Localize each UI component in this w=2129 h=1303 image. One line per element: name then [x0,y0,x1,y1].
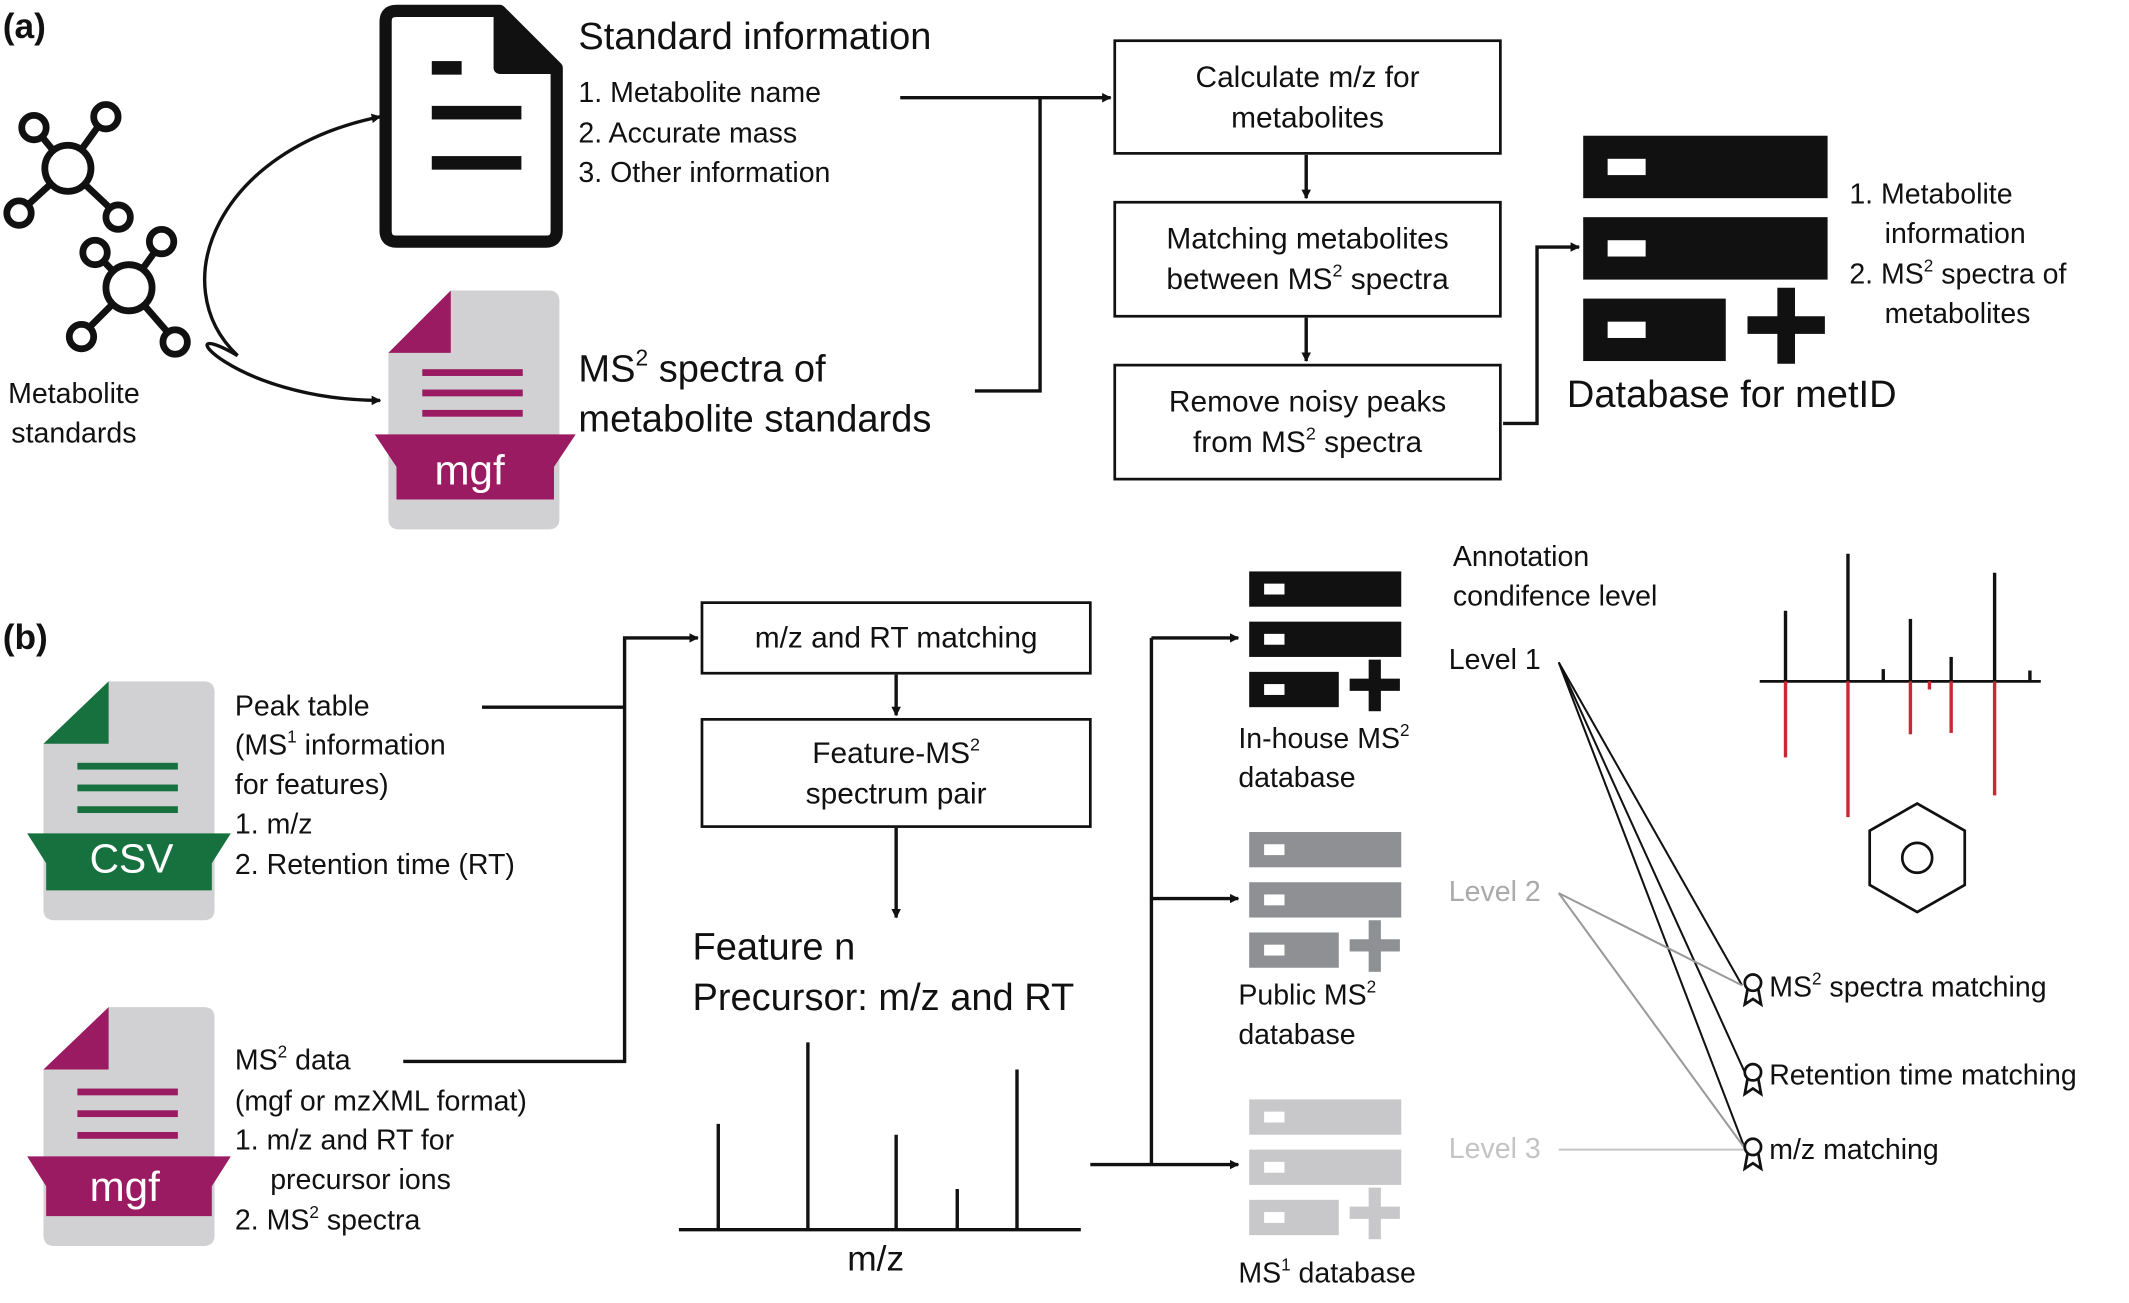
database-item-1b: information [1884,218,2026,250]
peak-table-line-5: 2. Retention time (RT) [234,849,515,881]
connector-ms2-to-calc [974,97,1042,393]
feature-precursor: Precursor: m/z and RT [692,975,1075,1018]
inhouse-database-icon [1249,571,1402,712]
arrow-inputs-to-mzrt [403,633,699,1064]
ms2-data-line-3: 1. m/z and RT for [234,1125,455,1157]
ribbon-icon [1742,1062,1763,1097]
criterion-ms2-matching: MS2 spectra matching [1769,969,2047,1004]
csv-file-icon [27,681,231,921]
mgf-file-label: mgf [434,446,505,495]
feature-title: Feature n [692,925,856,968]
ms1-database-icon [1249,1099,1402,1240]
annotation-title-2: condifence level [1452,580,1658,613]
public-db-label-2: database [1238,1019,1356,1051]
database-title: Database for metID [1566,373,1897,416]
standard-info-item-1: 1. Metabolite name [578,77,821,109]
peak-table-line-2: (MS1 information [234,727,446,762]
ms2-data-title: MS2 data [234,1042,351,1077]
ms2-data-line-4: precursor ions [270,1164,451,1196]
ribbon-icon [1742,1137,1763,1172]
standard-info-item-2: 2. Accurate mass [578,118,798,150]
database-item-2b: metabolites [1884,298,2031,330]
level-1-label: Level 1 [1448,644,1541,676]
ribbon-icon [1742,973,1763,1008]
inhouse-db-label-2: database [1238,762,1356,795]
metabolite-standards-label: Metabolite standards [8,378,140,450]
database-item-2: 2. MS2 spectra of [1849,256,2067,291]
level-2-label: Level 2 [1448,876,1541,909]
arrow-remove-to-database [1503,242,1581,426]
mgf-file-label-b: mgf [89,1163,160,1211]
arrow-to-standard-info [203,113,382,357]
panel-a-label: (a) [2,5,46,47]
ms2-data-line-5: 2. MS2 spectra [234,1202,421,1237]
spectrum-xlabel: m/z [847,1237,905,1279]
mgf-file-icon-b [27,1007,231,1247]
level1-connectors [1557,661,1746,1149]
ms2-data-line-2: (mgf or mzXML format) [234,1085,527,1118]
step-calculate-mz: Calculate m/z for metabolites [1113,39,1502,155]
peak-table-line-3: for features) [234,769,389,801]
level2-connectors [1557,892,1746,1149]
csv-file-label: CSV [89,837,174,883]
standard-info-item-3: 3. Other information [578,157,831,189]
peak-table-line-4: 1. m/z [234,808,313,841]
inhouse-db-label: In-house MS2 [1238,720,1410,755]
peak-table-title: Peak table [234,690,370,723]
public-db-label: Public MS2 [1238,977,1377,1012]
standard-info-title: Standard information [578,14,932,58]
panel-b-label: (b) [2,616,48,657]
step-mz-rt-matching: m/z and RT matching [700,601,1092,675]
benzene-icon [1868,801,1967,914]
ms2-standards-label: MS2 spectra of [578,345,826,390]
ms1-db-label: MS1 database [1238,1255,1416,1290]
database-item-1: 1. Metabolite [1849,179,2013,211]
criterion-mz-matching: m/z matching [1769,1134,1939,1166]
mgf-file-icon [374,290,576,530]
ms2-standards-label-line2: metabolite standards [578,397,932,440]
database-icon [1583,135,1828,364]
annotation-title: Annotation [1452,541,1590,573]
metabolite-structure-icon [3,101,191,358]
feature-spectrum [678,1042,1081,1232]
public-database-icon [1249,832,1402,972]
criterion-rt-matching: Retention time matching [1769,1060,2077,1092]
document-icon [379,4,563,248]
arrow-to-ms2-standards [205,341,382,406]
mirror-spectrum-plot [1759,553,2041,818]
level-3-label: Level 3 [1448,1133,1541,1165]
